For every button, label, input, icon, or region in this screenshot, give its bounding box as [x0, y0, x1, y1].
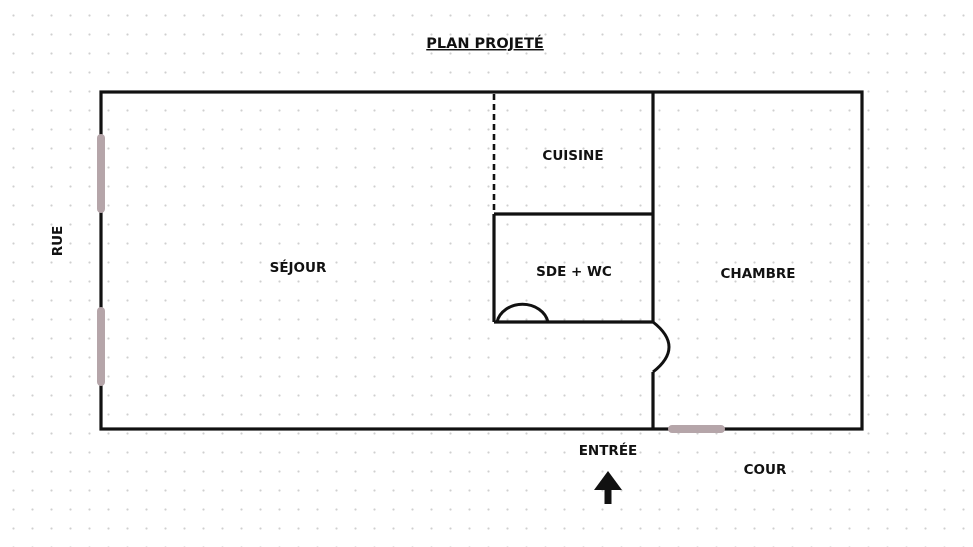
entrance-arrow-icon [594, 471, 622, 504]
entrance-label: ENTRÉE [579, 442, 638, 459]
bathroom-door-swing [495, 302, 550, 323]
room-label-chambre: CHAMBRE [721, 266, 796, 282]
outer-wall [99, 90, 864, 431]
courtyard-label: COUR [744, 462, 787, 478]
room-label-sde-wc: SDE + WC [536, 264, 612, 280]
chambre-door-swing [652, 320, 671, 374]
street-label: RUE [50, 226, 66, 257]
plan-title: PLAN PROJETÉ [426, 35, 544, 52]
room-label-cuisine: CUISINE [542, 148, 603, 164]
room-label-sejour: SÉJOUR [270, 259, 327, 276]
